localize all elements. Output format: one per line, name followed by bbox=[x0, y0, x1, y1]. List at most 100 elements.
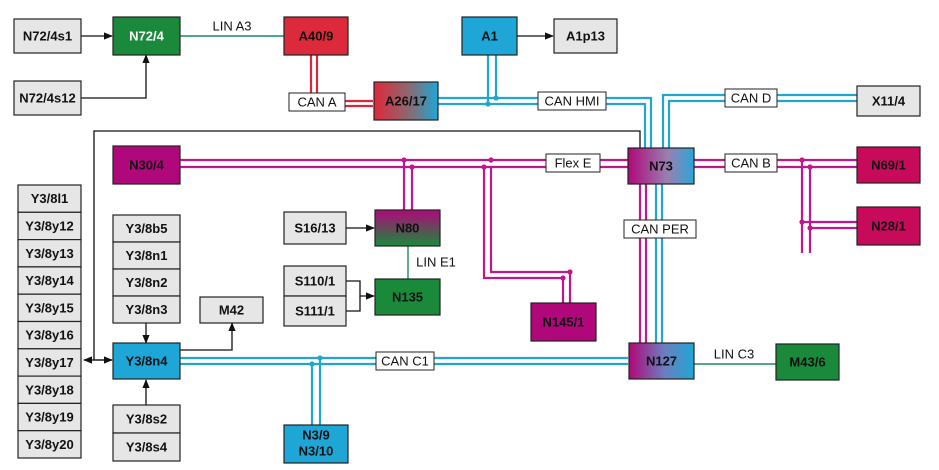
node-n69-1[interactable]: N69/1 bbox=[856, 146, 921, 184]
wire-n72-4s12-to-n72-4 bbox=[81, 54, 150, 99]
stack-item[interactable]: Y3/8b5 bbox=[112, 214, 181, 243]
y3-8-left-stack: Y3/8l1Y3/8y12Y3/8y13Y3/8y14Y3/8y15Y3/8y1… bbox=[17, 184, 82, 459]
stack-item[interactable]: Y3/8y19 bbox=[17, 402, 82, 432]
node-y3-8s4[interactable]: Y3/8s4 bbox=[112, 432, 181, 462]
can-per-label: CAN PER bbox=[631, 222, 689, 237]
stack-item-label: Y3/8y15 bbox=[25, 300, 73, 315]
node-label: N69/1 bbox=[871, 158, 906, 173]
node-label: S111/1 bbox=[295, 304, 335, 319]
node-label: N145/1 bbox=[543, 315, 585, 330]
node-m43-6[interactable]: M43/6 bbox=[775, 343, 840, 381]
node-a1p13[interactable]: A1p13 bbox=[553, 18, 618, 54]
node-n73[interactable]: N73 bbox=[627, 147, 695, 185]
can-b-label: CAN B bbox=[731, 156, 771, 171]
node-label-n3-10: N3/10 bbox=[299, 444, 334, 459]
stack-item[interactable]: Y3/8y12 bbox=[17, 211, 82, 241]
node-s111-1[interactable]: S111/1 bbox=[283, 295, 347, 327]
node-n28-1[interactable]: N28/1 bbox=[856, 206, 921, 246]
stack-item-label: Y3/8b5 bbox=[126, 221, 168, 236]
stack-item-label: Y3/8n2 bbox=[126, 275, 168, 290]
node-label: N72/4s1 bbox=[23, 29, 72, 44]
node-label: Y3/8s4 bbox=[126, 440, 168, 455]
stack-item-label: Y3/8y17 bbox=[25, 355, 73, 370]
node-n127[interactable]: N127 bbox=[628, 342, 695, 380]
node-label: A40/9 bbox=[299, 29, 334, 44]
stack-item[interactable]: Y3/8y15 bbox=[17, 293, 82, 323]
magenta-buses bbox=[180, 158, 857, 343]
node-a40-9[interactable]: A40/9 bbox=[283, 16, 349, 56]
node-n30-4[interactable]: N30/4 bbox=[112, 145, 181, 185]
node-label: N73 bbox=[649, 159, 673, 174]
stack-item[interactable]: Y3/8n1 bbox=[112, 241, 181, 270]
wire-y3-8n4-to-m42 bbox=[180, 322, 236, 351]
node-n72-4s1[interactable]: N72/4s1 bbox=[13, 18, 82, 54]
flex-e-label: Flex E bbox=[555, 156, 592, 171]
node-label: N30/4 bbox=[129, 158, 164, 173]
wire-s111-1-to-n135 bbox=[346, 296, 361, 312]
black-connections bbox=[81, 32, 641, 405]
stack-item-label: Y3/8y12 bbox=[25, 218, 73, 233]
stack-item[interactable]: Y3/8y18 bbox=[17, 375, 82, 405]
node-label: N72/4s12 bbox=[19, 91, 75, 106]
nodes: N72/4s1 N72/4 N72/4s12 A40/9 A1 A1p13 A2… bbox=[13, 16, 921, 464]
node-n3-9-n3-10[interactable]: N3/9 N3/10 bbox=[283, 424, 349, 464]
node-n145-1[interactable]: N145/1 bbox=[530, 302, 597, 342]
node-a26-17[interactable]: A26/17 bbox=[373, 81, 439, 121]
stack-item-label: Y3/8y20 bbox=[25, 437, 73, 452]
node-label: A1p13 bbox=[566, 29, 605, 44]
stack-item[interactable]: Y3/8y17 bbox=[17, 348, 82, 377]
stack-item-label: Y3/8l1 bbox=[31, 191, 69, 206]
bus-labels: LIN A3 CAN A CAN HMI CAN D Flex E CAN B … bbox=[212, 19, 778, 371]
node-n72-4[interactable]: N72/4 bbox=[112, 16, 181, 56]
node-y3-8s2[interactable]: Y3/8s2 bbox=[112, 404, 181, 434]
stack-item-label: Y3/8n1 bbox=[126, 248, 168, 263]
node-label: S110/1 bbox=[295, 274, 336, 289]
stack-item-label: Y3/8y19 bbox=[25, 410, 73, 425]
node-label: X11/4 bbox=[872, 94, 906, 109]
node-label: M43/6 bbox=[789, 355, 825, 370]
node-n72-4s12[interactable]: N72/4s12 bbox=[13, 80, 82, 116]
wire-s110-1-to-n135 bbox=[346, 280, 375, 300]
node-n80[interactable]: N80 bbox=[374, 209, 441, 247]
stack-item[interactable]: Y3/8y20 bbox=[17, 430, 82, 459]
stack-item-label: Y3/8y16 bbox=[25, 328, 73, 343]
node-label: A26/17 bbox=[385, 94, 427, 109]
stack-item[interactable]: Y3/8l1 bbox=[17, 184, 82, 213]
node-a1[interactable]: A1 bbox=[461, 16, 518, 56]
node-x11-4[interactable]: X11/4 bbox=[856, 85, 921, 117]
lin-e1-label: LIN E1 bbox=[416, 255, 456, 270]
lin-a3-label: LIN A3 bbox=[212, 19, 251, 34]
cyan-buses bbox=[180, 55, 857, 425]
stack-item[interactable]: Y3/8n2 bbox=[112, 268, 181, 297]
node-s16-13[interactable]: S16/13 bbox=[283, 211, 347, 245]
node-label: N80 bbox=[396, 221, 420, 236]
node-m42[interactable]: M42 bbox=[199, 296, 264, 324]
node-label: N72/4 bbox=[129, 29, 164, 44]
stack-item[interactable]: Y3/8y16 bbox=[17, 320, 82, 350]
node-label: N135 bbox=[392, 290, 423, 305]
stack-item-label: Y3/8y14 bbox=[25, 273, 74, 288]
stack-item[interactable]: Y3/8y13 bbox=[17, 239, 82, 268]
node-n135[interactable]: N135 bbox=[374, 278, 441, 316]
can-a-label: CAN A bbox=[297, 95, 336, 110]
stack-item-label: Y3/8n3 bbox=[126, 302, 168, 317]
node-label: N28/1 bbox=[871, 219, 906, 234]
can-c1-label: CAN C1 bbox=[381, 354, 429, 369]
node-label: Y3/8n4 bbox=[126, 354, 169, 369]
lin-c3-label: LIN C3 bbox=[714, 347, 754, 362]
node-label: N127 bbox=[646, 354, 677, 369]
can-hmi-label: CAN HMI bbox=[545, 94, 600, 109]
stack-item-label: Y3/8y13 bbox=[25, 246, 73, 261]
node-y3-8n4[interactable]: Y3/8n4 bbox=[112, 342, 181, 380]
junction-dots bbox=[309, 95, 813, 367]
can-d-label: CAN D bbox=[731, 91, 771, 106]
lin-lines bbox=[180, 35, 776, 365]
stack-item[interactable]: Y3/8y14 bbox=[17, 266, 82, 295]
node-label: A1 bbox=[481, 29, 498, 44]
stack-item-label: Y3/8y18 bbox=[25, 382, 73, 397]
stack-item[interactable]: Y3/8n3 bbox=[112, 295, 181, 324]
node-s110-1[interactable]: S110/1 bbox=[283, 265, 347, 297]
node-label: Y3/8s2 bbox=[126, 412, 167, 427]
